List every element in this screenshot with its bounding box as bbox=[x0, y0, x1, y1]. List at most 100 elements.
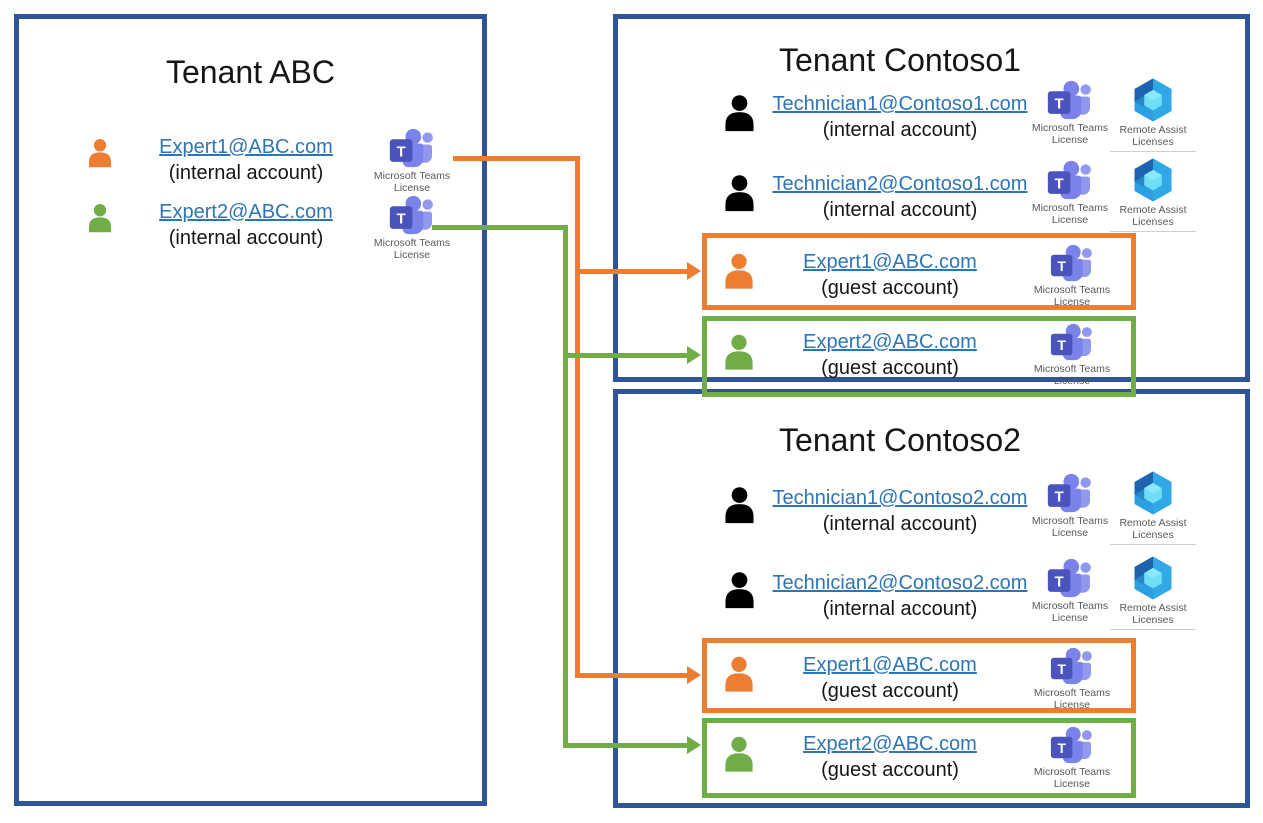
email-link-technician1-contoso1[interactable]: Technician1@Contoso1.com bbox=[772, 93, 1028, 115]
tenant-contoso2-box bbox=[613, 389, 1250, 808]
teams-license-block: Microsoft Teams License bbox=[1024, 80, 1116, 146]
account-type-label: (internal account) bbox=[822, 598, 978, 620]
teams-license-block: Microsoft Teams License bbox=[366, 128, 458, 194]
orange-arrow-branch-contoso2 bbox=[575, 673, 688, 678]
teams-license-label: Microsoft Teams License bbox=[373, 170, 451, 194]
remote-assist-license-label: Remote Assist Licenses bbox=[1110, 124, 1196, 152]
email-link-expert2-guest-contoso1[interactable]: Expert2@ABC.com bbox=[803, 331, 977, 353]
remote-assist-icon bbox=[1131, 556, 1175, 600]
teams-license-block: Microsoft Teams License bbox=[1026, 647, 1118, 711]
tenant-abc-box bbox=[14, 14, 487, 806]
teams-license-block: Microsoft Teams License bbox=[1026, 244, 1118, 308]
teams-license-block: Microsoft Teams License bbox=[366, 195, 458, 261]
remote-assist-icon bbox=[1131, 78, 1175, 122]
teams-license-block: Microsoft Teams License bbox=[1024, 558, 1116, 624]
email-link-expert1-guest-contoso2[interactable]: Expert1@ABC.com bbox=[803, 654, 977, 676]
account-technician1-contoso2: Technician1@Contoso2.com (internal accou… bbox=[760, 485, 1040, 537]
remote-assist-license-block: Remote Assist Licenses bbox=[1110, 158, 1196, 232]
teams-license-label: Microsoft Teams License bbox=[1033, 284, 1111, 308]
teams-license-label: Microsoft Teams License bbox=[1031, 202, 1109, 226]
remote-assist-license-label: Remote Assist Licenses bbox=[1110, 517, 1196, 545]
email-link-technician2-contoso1[interactable]: Technician2@Contoso1.com bbox=[772, 173, 1028, 195]
orange-arrow-vertical bbox=[575, 156, 580, 678]
green-arrow-branch-contoso1 bbox=[563, 353, 688, 358]
green-arrow-horizontal-from-abc bbox=[432, 225, 568, 230]
microsoft-teams-icon bbox=[1047, 558, 1093, 598]
teams-license-label: Microsoft Teams License bbox=[1033, 363, 1111, 387]
email-link-technician1-contoso2[interactable]: Technician1@Contoso2.com bbox=[772, 487, 1028, 509]
microsoft-teams-icon bbox=[1050, 244, 1094, 282]
account-technician1-contoso1: Technician1@Contoso1.com (internal accou… bbox=[760, 91, 1040, 143]
person-icon-technician2 bbox=[723, 174, 756, 212]
account-type-label: (guest account) bbox=[821, 680, 959, 702]
email-link-expert1[interactable]: Expert1@ABC.com bbox=[159, 136, 333, 158]
account-type-label: (guest account) bbox=[821, 277, 959, 299]
email-link-expert1-guest-contoso1[interactable]: Expert1@ABC.com bbox=[803, 251, 977, 273]
account-expert1-guest-contoso1: Expert1@ABC.com (guest account) bbox=[750, 249, 1030, 301]
person-icon-technician2 bbox=[723, 571, 756, 609]
account-type-label: (guest account) bbox=[821, 357, 959, 379]
account-expert2-internal: Expert2@ABC.com (internal account) bbox=[126, 199, 366, 251]
microsoft-teams-icon bbox=[1047, 80, 1093, 120]
remote-assist-license-block: Remote Assist Licenses bbox=[1110, 78, 1196, 152]
teams-license-block: Microsoft Teams License bbox=[1026, 323, 1118, 387]
microsoft-teams-icon bbox=[1050, 726, 1094, 764]
person-icon-expert2 bbox=[87, 201, 113, 235]
orange-arrowhead-contoso1 bbox=[687, 262, 701, 280]
teams-license-block: Microsoft Teams License bbox=[1024, 160, 1116, 226]
account-type-label: (internal account) bbox=[168, 227, 324, 249]
person-icon-expert1 bbox=[87, 136, 113, 170]
tenant-contoso2-title: Tenant Contoso2 bbox=[779, 422, 1021, 458]
email-link-technician2-contoso2[interactable]: Technician2@Contoso2.com bbox=[772, 572, 1028, 594]
account-expert2-guest-contoso1: Expert2@ABC.com (guest account) bbox=[750, 329, 1030, 381]
remote-assist-license-label: Remote Assist Licenses bbox=[1110, 602, 1196, 630]
microsoft-teams-icon bbox=[389, 128, 435, 168]
person-icon-technician1 bbox=[723, 94, 756, 132]
account-type-label: (internal account) bbox=[822, 513, 978, 535]
guest-expert2-box-contoso1 bbox=[702, 316, 1136, 397]
remote-assist-license-label: Remote Assist Licenses bbox=[1110, 204, 1196, 232]
microsoft-teams-icon bbox=[1047, 473, 1093, 513]
teams-license-label: Microsoft Teams License bbox=[373, 237, 451, 261]
microsoft-teams-icon bbox=[1047, 160, 1093, 200]
green-arrowhead-contoso1 bbox=[687, 346, 701, 364]
remote-assist-license-block: Remote Assist Licenses bbox=[1110, 471, 1196, 545]
orange-arrow-branch-contoso1 bbox=[575, 269, 688, 274]
account-type-label: (guest account) bbox=[821, 759, 959, 781]
teams-license-label: Microsoft Teams License bbox=[1033, 766, 1111, 790]
teams-license-label: Microsoft Teams License bbox=[1031, 600, 1109, 624]
tenant-contoso1-box bbox=[613, 14, 1250, 382]
teams-license-label: Microsoft Teams License bbox=[1031, 122, 1109, 146]
microsoft-teams-icon bbox=[1050, 647, 1094, 685]
account-technician2-contoso2: Technician2@Contoso2.com (internal accou… bbox=[760, 570, 1040, 622]
remote-assist-icon bbox=[1131, 471, 1175, 515]
orange-arrow-horizontal-from-abc bbox=[453, 156, 580, 161]
teams-license-block: Microsoft Teams License bbox=[1026, 726, 1118, 790]
tenant-contoso1-title: Tenant Contoso1 bbox=[779, 42, 1021, 78]
account-technician2-contoso1: Technician2@Contoso1.com (internal accou… bbox=[760, 171, 1040, 223]
green-arrow-vertical bbox=[563, 225, 568, 748]
green-arrowhead-contoso2 bbox=[687, 736, 701, 754]
remote-assist-icon bbox=[1131, 158, 1175, 202]
account-expert2-guest-contoso2: Expert2@ABC.com (guest account) bbox=[750, 731, 1030, 783]
account-type-label: (internal account) bbox=[822, 119, 978, 141]
tenant-abc-title: Tenant ABC bbox=[166, 54, 335, 90]
teams-license-label: Microsoft Teams License bbox=[1033, 687, 1111, 711]
email-link-expert2-guest-contoso2[interactable]: Expert2@ABC.com bbox=[803, 733, 977, 755]
guest-expert1-box-contoso2 bbox=[702, 638, 1136, 713]
email-link-expert2[interactable]: Expert2@ABC.com bbox=[159, 201, 333, 223]
account-expert1-guest-contoso2: Expert1@ABC.com (guest account) bbox=[750, 652, 1030, 704]
person-icon-technician1 bbox=[723, 486, 756, 524]
green-arrow-branch-contoso2 bbox=[563, 743, 688, 748]
guest-expert1-box-contoso1 bbox=[702, 233, 1136, 310]
account-type-label: (internal account) bbox=[822, 199, 978, 221]
remote-assist-license-block: Remote Assist Licenses bbox=[1110, 556, 1196, 630]
account-expert1-internal: Expert1@ABC.com (internal account) bbox=[126, 134, 366, 186]
microsoft-teams-icon bbox=[1050, 323, 1094, 361]
microsoft-teams-icon bbox=[389, 195, 435, 235]
guest-expert2-box-contoso2 bbox=[702, 718, 1136, 798]
orange-arrowhead-contoso2 bbox=[687, 666, 701, 684]
teams-license-block: Microsoft Teams License bbox=[1024, 473, 1116, 539]
account-type-label: (internal account) bbox=[168, 162, 324, 184]
